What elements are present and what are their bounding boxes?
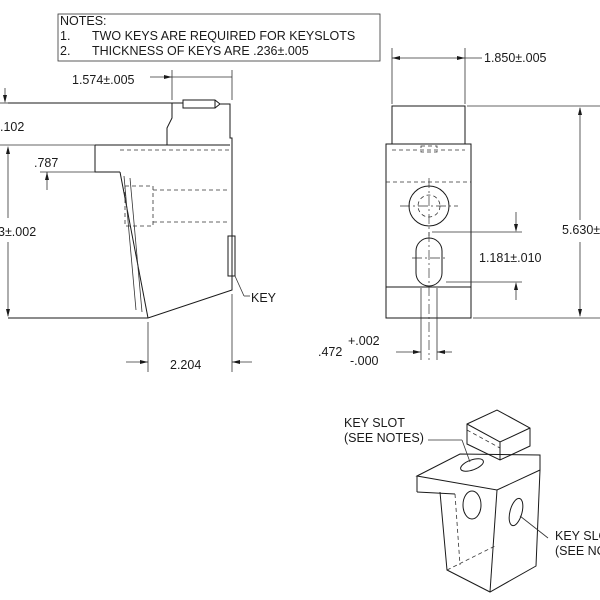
- dim-top-width-arrow: [164, 75, 172, 79]
- iso-keyslot-top-note: (SEE NOTES): [344, 431, 424, 445]
- side-view: KEY 1.574±.005 .102 .787 3±.002 2.204: [0, 70, 277, 372]
- dim-102-arrow: [3, 95, 7, 103]
- note-2-text: THICKNESS OF KEYS ARE .236±.005: [92, 44, 309, 58]
- dim-5630: 5.630±: [562, 223, 600, 237]
- side-ledge-front: [94, 145, 120, 173]
- key-leader: [234, 275, 245, 297]
- dim-2204: 2.204: [170, 358, 201, 372]
- dim-472-arrow-right: [437, 350, 445, 354]
- iso-ledge-underside: [416, 491, 456, 495]
- iso-top-block: [466, 409, 531, 461]
- dim-102: .102: [0, 120, 24, 134]
- side-sloped-face: [119, 171, 149, 319]
- front-top-tab: [391, 105, 466, 145]
- iso-keyslot-side-label: KEY SLO: [555, 529, 600, 543]
- side-sloped-face-inner: [123, 175, 137, 311]
- side-body-outline: [8, 99, 233, 319]
- dim-472-tol-minus: -.000: [350, 354, 379, 368]
- note-1-number: 1.: [60, 29, 70, 43]
- iso-ledge-top: [415, 453, 541, 491]
- iso-top-block-hidden: [466, 429, 501, 449]
- iso-side-hole: [462, 490, 482, 520]
- dim-472: .472: [318, 345, 342, 359]
- dim-1850-arrow-left: [392, 56, 400, 60]
- iso-side-label-leader: [519, 515, 549, 539]
- iso-top-block-edge: [466, 423, 531, 443]
- dim-1181: 1.181±.010: [479, 251, 542, 265]
- front-body: [385, 143, 472, 319]
- key-label: KEY: [251, 291, 277, 305]
- dim-5630-arrow-bottom: [578, 309, 582, 317]
- iso-body-hidden-2: [454, 493, 461, 566]
- iso-body-hidden-1: [446, 544, 498, 571]
- notes-block: NOTES: 1. TWO KEYS ARE REQUIRED FOR KEYS…: [57, 13, 381, 62]
- side-top-lip: [182, 100, 216, 109]
- iso-keyslot-side-note: (SEE NO: [555, 544, 600, 558]
- dim-1850: 1.850±.005: [484, 51, 547, 65]
- dim-472-arrow-left: [413, 350, 421, 354]
- iso-side-keyslot: [508, 497, 524, 527]
- iso-body-front-corner: [489, 489, 498, 593]
- dim-1181-arrow-top: [514, 224, 518, 232]
- front-view: 1.850±.005 5.630± 1.181±.010 .472 +.002 …: [318, 48, 600, 368]
- side-sloped-face-inner-2: [129, 177, 143, 313]
- note-1-text: TWO KEYS ARE REQUIRED FOR KEYSLOTS: [92, 29, 355, 43]
- dim-472-tol-plus: +.002: [348, 334, 380, 348]
- side-key: [227, 235, 236, 277]
- dim-787-arrow: [45, 172, 49, 180]
- notes-frame: [57, 13, 381, 62]
- iso-keyslot-top-label: KEY SLOT: [344, 416, 405, 430]
- dim-height-arrow-bottom: [6, 309, 10, 317]
- dim-2204-arrow-right: [232, 360, 240, 364]
- side-hidden-counterbore: [124, 185, 154, 227]
- dim-height-side: 3±.002: [0, 225, 36, 239]
- dim-1850-arrow-right: [457, 56, 465, 60]
- dim-top-width: 1.574±.005: [72, 73, 135, 87]
- front-hidden-notch: [420, 145, 438, 153]
- iso-view: KEY SLOT (SEE NOTES) KEY SLO (SEE NO: [344, 409, 600, 593]
- side-top-chamfer: [214, 103, 221, 109]
- iso-top-label-leader: [461, 439, 471, 463]
- iso-top-keyslot: [460, 458, 484, 472]
- dim-1181-arrow-bottom: [514, 282, 518, 290]
- side-top-notch: [166, 103, 173, 145]
- note-2-number: 2.: [60, 44, 70, 58]
- dim-5630-arrow-top: [578, 107, 582, 115]
- dim-787: .787: [34, 156, 58, 170]
- dim-height-arrow-top: [6, 146, 10, 154]
- dim-2204-arrow-left: [140, 360, 148, 364]
- notes-heading: NOTES:: [60, 14, 107, 28]
